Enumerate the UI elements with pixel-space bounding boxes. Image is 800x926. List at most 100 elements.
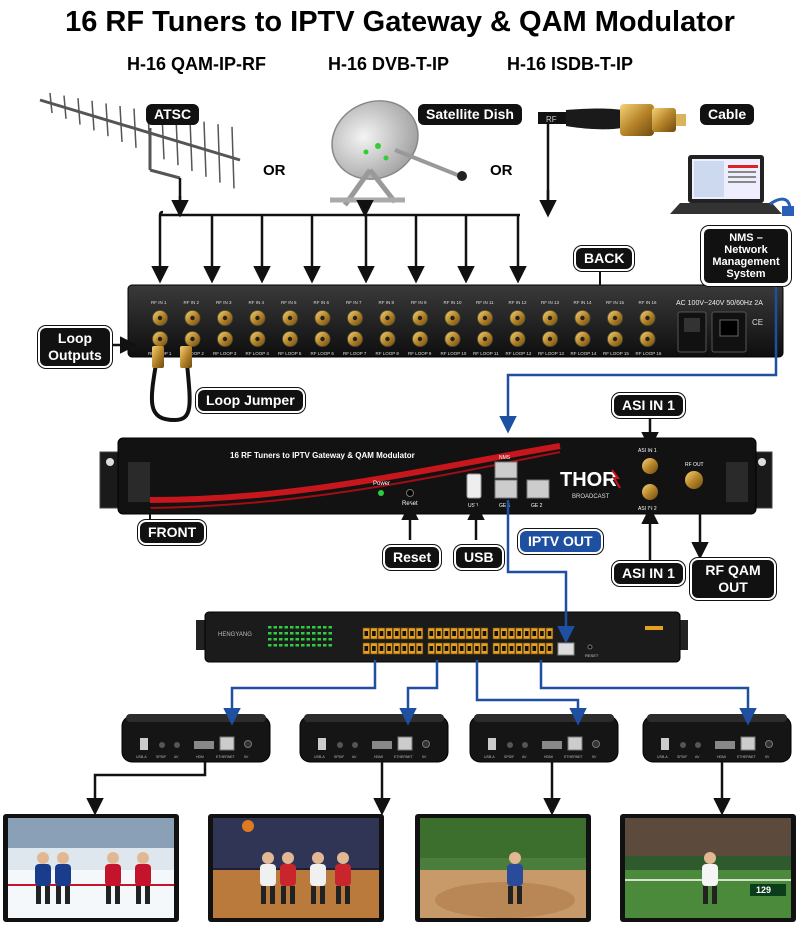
asi-in2-port-label: ASI IN 2 [638,506,657,512]
power-led-icon [378,490,384,496]
rf-in-label: RF IN 8 [379,300,395,305]
hockey-game-icon [3,814,179,922]
ge1-port[interactable] [494,479,518,499]
rf-in-label: RF IN 3 [216,300,232,305]
power-rating-label: AC 100V~240V 50/60Hz 2A [676,300,763,307]
rf-in-label: RF IN 2 [184,300,200,305]
reset-button[interactable] [406,489,414,497]
nms-port-label: NMS [499,455,511,461]
usb-tag: USB [456,547,502,568]
rf-in-label: RF IN 11 [476,300,494,305]
nms-port[interactable] [494,461,518,479]
or-label-1: OR [263,162,286,179]
stb-port-label: 5V [244,755,249,759]
rf-in-label: RF IN 12 [509,300,528,305]
power-led-label: Power [373,481,390,487]
stb-port-label: AV [522,755,527,759]
stb-port-label: ETHERNET [564,755,584,759]
source-distribution-lines [151,124,557,284]
usb-port-label: USB [468,503,479,509]
rf-in-label: RF IN 5 [281,300,297,305]
ge2-port[interactable] [526,479,550,499]
rf-in-label: RF IN 15 [606,300,625,305]
rf-in-label: RF IN 1 [151,300,167,305]
stb-port-label: HDMI [196,755,205,759]
reset-tag: Reset [385,547,440,568]
stb-port-label: 5V [592,755,597,759]
rf-loop-label: RF LOOP 12 [506,351,532,356]
atsc-tag: ATSC [146,104,200,125]
rf-loop-label: RF LOOP 4 [246,351,270,356]
tennis-match-icon: 129 [620,814,796,922]
asi-in2-port[interactable] [642,484,658,500]
stb-port-label: AV [695,755,700,759]
ce-mark: CE [752,318,763,327]
asi-in1-port[interactable] [642,458,658,474]
stb-port-label: 5V [422,755,427,759]
satellite-dish-tag: Satellite Dish [418,104,522,125]
diagram-title: 16 RF Tuners to IPTV Gateway & QAM Modul… [65,6,735,38]
front-tag: FRONT [140,522,205,543]
atsc-antenna-icon [39,98,241,180]
stb-port-label: USB-A [136,755,147,759]
rf-in-label: RF IN 7 [346,300,362,305]
usb-port[interactable] [466,473,482,499]
rf-out-port[interactable] [685,471,703,489]
front-panel-device: 16 RF Tuners to IPTV Gateway & QAM Modul… [99,437,773,515]
rf-loop-label: RF LOOP 15 [603,351,629,356]
device-title-label: 16 RF Tuners to IPTV Gateway & QAM Modul… [230,451,415,460]
rf-loop-label: RF LOOP 8 [376,351,400,356]
lightning-icon [611,469,621,489]
ge2-port-label: GE 2 [531,503,543,509]
rf-connector-label: RF [546,115,557,124]
back-tag: BACK [576,248,633,269]
rf-loop-label: RF LOOP 2 [181,351,205,356]
stb-port-label: HDMI [717,755,726,759]
stb-port-label: AV [174,755,179,759]
connection-lines [86,252,778,816]
rf-loop-label: RF LOOP 14 [571,351,597,356]
asi-in-top-tag: ASI IN 1 [614,395,683,416]
stb-port-label: AV [352,755,357,759]
model-qam-ip-rf: H-16 QAM-IP-RF [127,54,266,74]
thor-logo-text: THOR [560,469,617,491]
set-top-box: USB-A SPDIF AV HDMI ETHERNET 5V [121,714,271,763]
switch-reset-label: RESET [585,653,599,658]
back-panel-device: RF IN 1RF LOOP 1RF IN 2RF LOOP 2RF IN 3R… [127,284,784,358]
loop-jumper-cable [149,346,192,423]
asi-in-bottom-tag: ASI IN 1 [614,563,683,584]
thor-logo-sub: BROADCAST [572,494,610,500]
stb-port-label: ETHERNET [394,755,414,759]
stb-port-label: USB-A [657,755,668,759]
rf-loop-label: RF LOOP 9 [408,351,432,356]
rf-in-label: RF IN 16 [639,300,658,305]
rf-in-label: RF IN 6 [314,300,330,305]
stb-port-label: ETHERNET [216,755,236,759]
switch-uplink-port[interactable] [557,642,575,656]
stb-port-label: SPDIF [156,755,166,759]
rf-loop-label: RF LOOP 5 [278,351,302,356]
model-isdb-t-ip: H-16 ISDB-T-IP [507,54,634,74]
rf-in-label: RF IN 4 [249,300,265,305]
rf-in-label: RF IN 9 [411,300,427,305]
coax-cable-icon: RF [538,104,686,136]
rf-loop-label: RF LOOP 10 [441,351,467,356]
stb-port-label: HDMI [374,755,383,759]
network-switch-device: HENGYANG RESET [196,611,688,663]
nms-laptop-icon [670,155,794,216]
rf-in-label: RF IN 13 [541,300,560,305]
rf-loop-label: RF LOOP 16 [636,351,662,356]
or-label-2: OR [490,162,513,179]
rf-qam-out-tag: RF QAM OUT [692,560,774,598]
rf-in-label: RF IN 14 [574,300,593,305]
rf-out-port-label: RF OUT [685,462,704,468]
basketball-game-icon [208,814,384,922]
rf-in-label: RF IN 10 [444,300,463,305]
stb-port-label: USB-A [484,755,495,759]
baseball-game-icon [415,814,591,922]
ge1-port-label: GE 1 [499,503,511,509]
stb-port-label: 5V [765,755,770,759]
